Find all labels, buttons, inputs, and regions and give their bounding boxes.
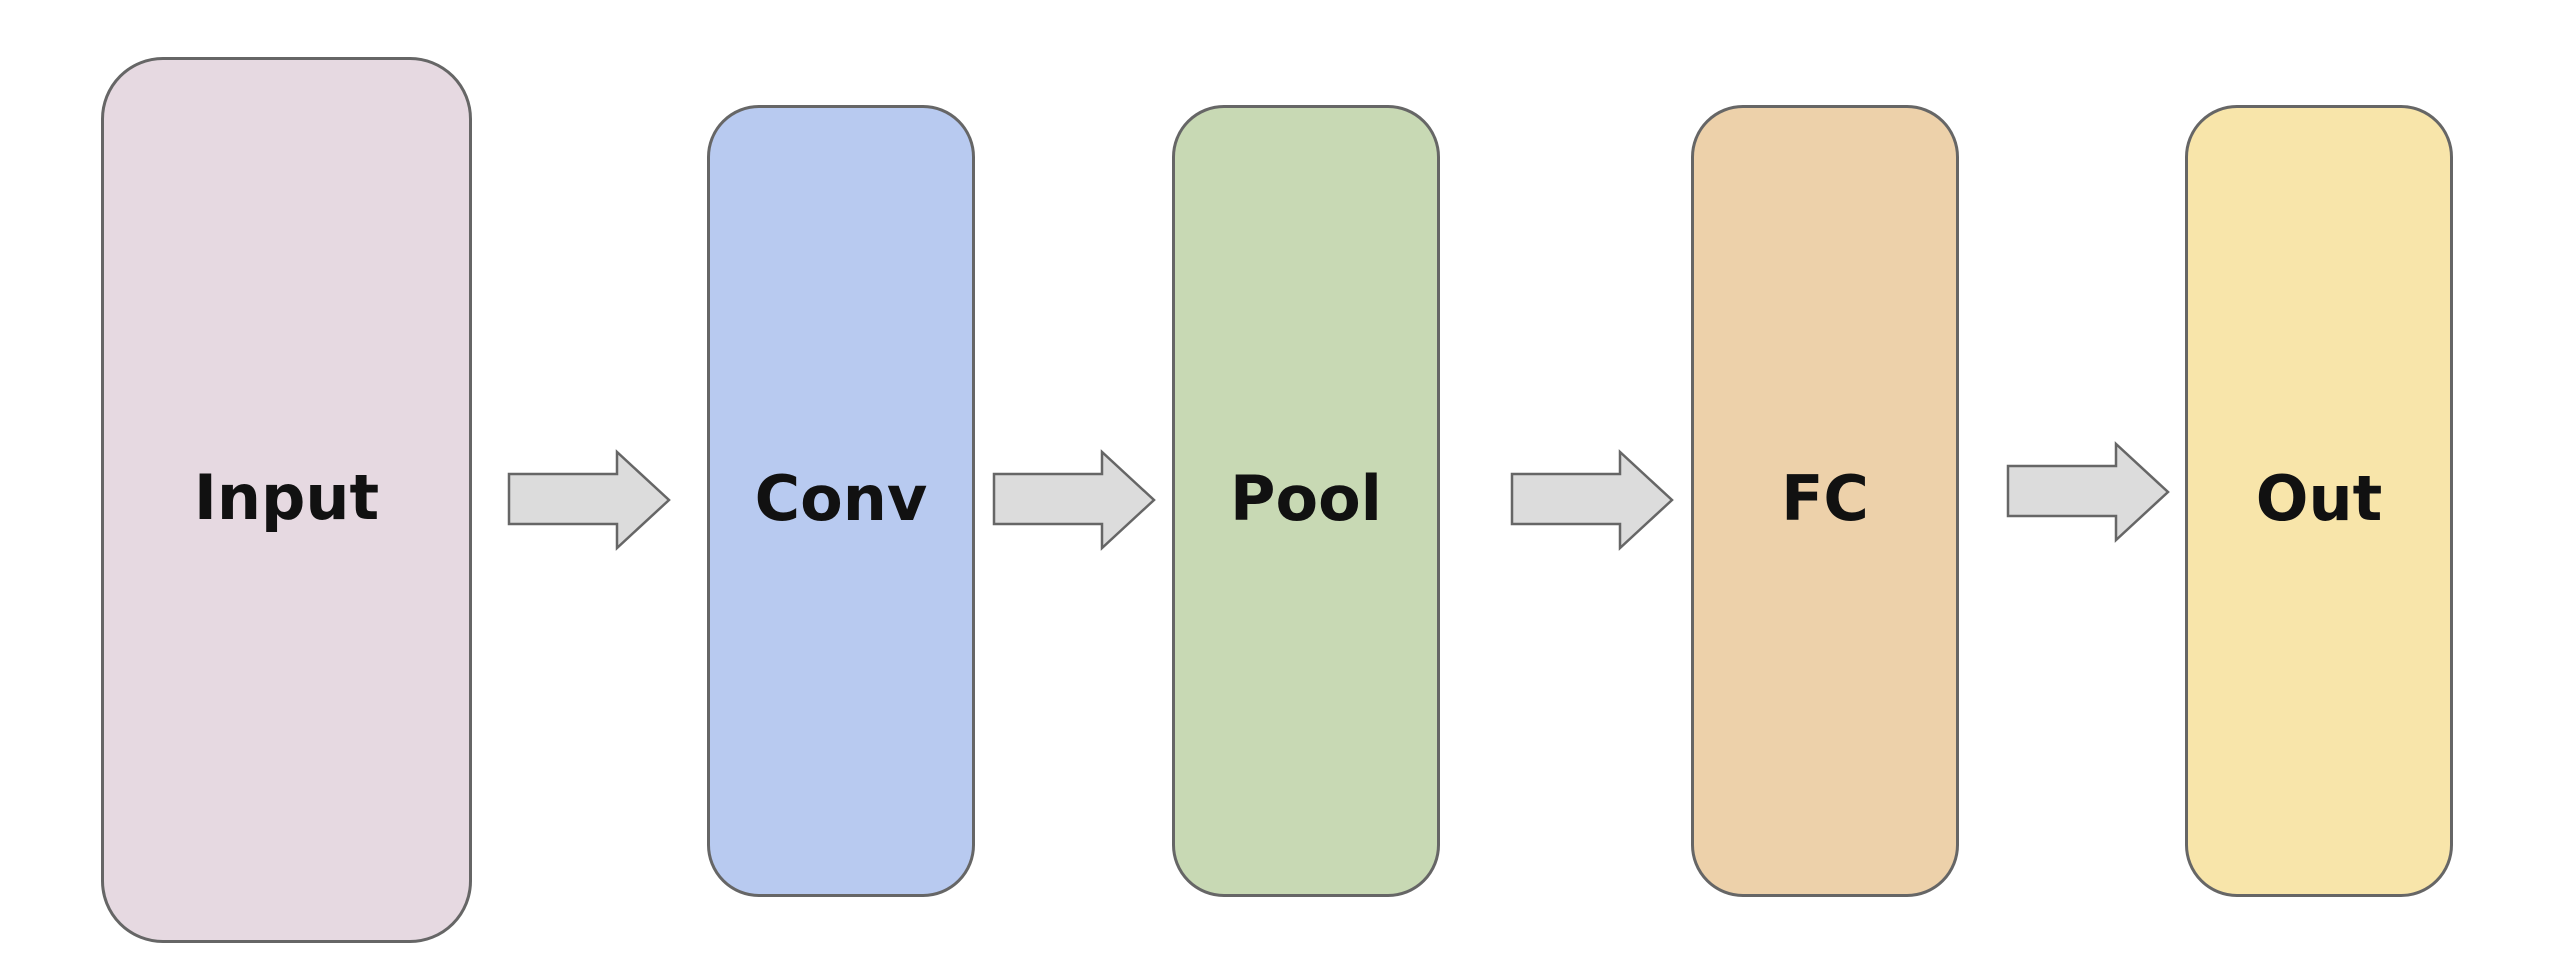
arrow-conv-to-pool [992, 449, 1156, 551]
arrow-fc-to-out [2006, 441, 2170, 543]
arrow-pool-to-fc [1510, 449, 1674, 551]
arrow-input-to-conv [507, 449, 671, 551]
conv-label: Conv [754, 461, 928, 535]
fc-block: FC [1691, 105, 1959, 897]
fc-label: FC [1781, 461, 1869, 535]
input-label: Input [193, 460, 380, 534]
input-block: Input [101, 57, 472, 943]
pool-block: Pool [1172, 105, 1440, 897]
pool-label: Pool [1230, 461, 1382, 535]
out-label: Out [2255, 461, 2383, 535]
conv-block: Conv [707, 105, 975, 897]
out-block: Out [2185, 105, 2453, 897]
